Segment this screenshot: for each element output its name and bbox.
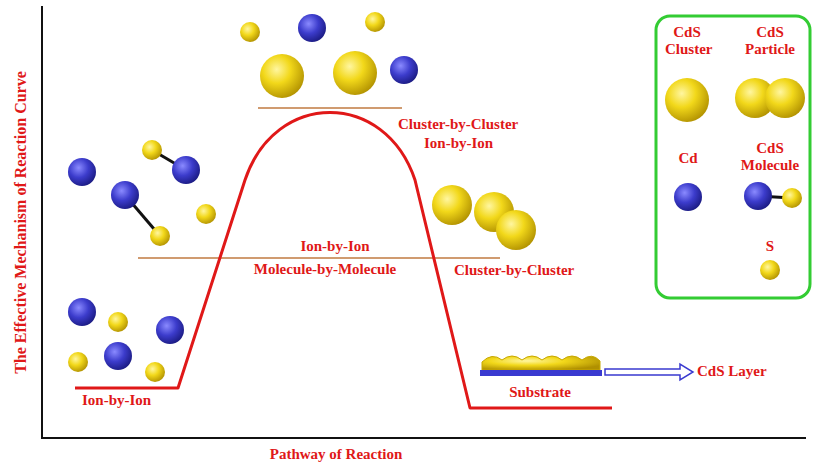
legend-label: CdS Molecule [734, 140, 806, 174]
leader-arrow [605, 364, 693, 380]
legend-label: CdS Cluster [665, 24, 709, 58]
stage-label: Cluster-by-Cluster [398, 116, 518, 133]
reaction-curve [75, 113, 612, 409]
legend-box [656, 16, 810, 298]
axis-title: Pathway of Reaction [270, 446, 402, 463]
axis-title: The Effective Mechanism of Reaction Curv… [12, 71, 29, 374]
level-line [258, 107, 402, 109]
legend-label: CdS Particle [737, 24, 803, 58]
stage-label: Ion-by-Ion [82, 392, 151, 409]
legend-label: Cd [668, 150, 708, 167]
atoms [68, 12, 536, 382]
level-line [138, 257, 500, 259]
part-label: CdS Layer [697, 363, 767, 380]
part-label: Substrate [509, 384, 571, 401]
cds-layer-substrate [480, 356, 602, 376]
stage-label: Ion-by-Ion [424, 135, 493, 152]
legend-label: S [755, 238, 785, 255]
y-axis [41, 6, 43, 438]
legend-samples [665, 78, 805, 280]
stage-label: Ion-by-Ion [300, 238, 369, 255]
stage-label: Cluster-by-Cluster [454, 262, 574, 279]
x-axis [41, 437, 806, 439]
stage-label: Molecule-by-Molecule [254, 261, 396, 278]
